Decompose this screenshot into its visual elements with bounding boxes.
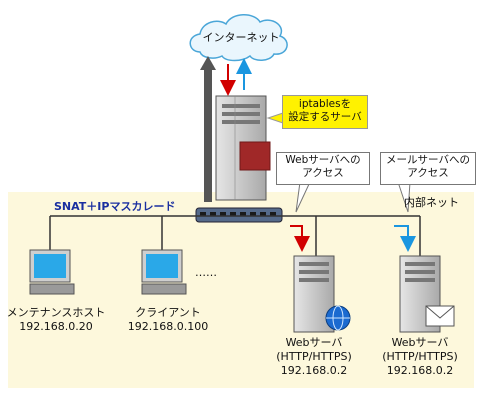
internet-label: インターネット <box>202 31 280 44</box>
mail-icon <box>425 305 455 327</box>
host-ip: 192.168.0.100 <box>127 320 209 333</box>
snat-label: SNAT＋IPマスカレード <box>54 200 176 213</box>
iptables-callout-tail <box>266 111 287 125</box>
globe-icon <box>325 305 351 331</box>
iptables-server <box>215 95 271 201</box>
more-hosts-ellipsis: …… <box>195 266 217 279</box>
mail-access-callout: メールサーバへの アクセス <box>380 152 476 185</box>
network-switch <box>195 207 283 223</box>
inbound-arrow-web <box>290 225 310 252</box>
internal-network-label: 内部ネット <box>404 196 459 209</box>
server-protocol: (HTTP/HTTPS) <box>382 350 458 363</box>
server-ip: 192.168.0.2 <box>280 364 348 377</box>
server-name: Webサーバ <box>391 336 449 349</box>
pc-icon <box>29 249 75 295</box>
web-server <box>293 255 335 333</box>
server-name: Webサーバ <box>285 336 343 349</box>
host-name: クライアント <box>135 306 201 319</box>
uplink-arrow <box>200 56 216 202</box>
internet-cloud <box>189 14 288 62</box>
outbound-arrow-mail <box>394 225 416 252</box>
web-callout-tail <box>295 181 311 213</box>
web-access-callout: Webサーバへの アクセス <box>276 152 370 185</box>
server-protocol: (HTTP/HTTPS) <box>276 350 352 363</box>
pc-icon <box>141 249 187 295</box>
internal-network-area <box>8 192 474 388</box>
mail-callout-tail <box>397 181 411 213</box>
iptables-callout: iptablesを 設定するサーバ <box>282 95 368 129</box>
host-ip: 192.168.0.20 <box>19 320 93 333</box>
server-ip: 192.168.0.2 <box>386 364 454 377</box>
host-name: メンテナンスホスト <box>6 306 106 319</box>
